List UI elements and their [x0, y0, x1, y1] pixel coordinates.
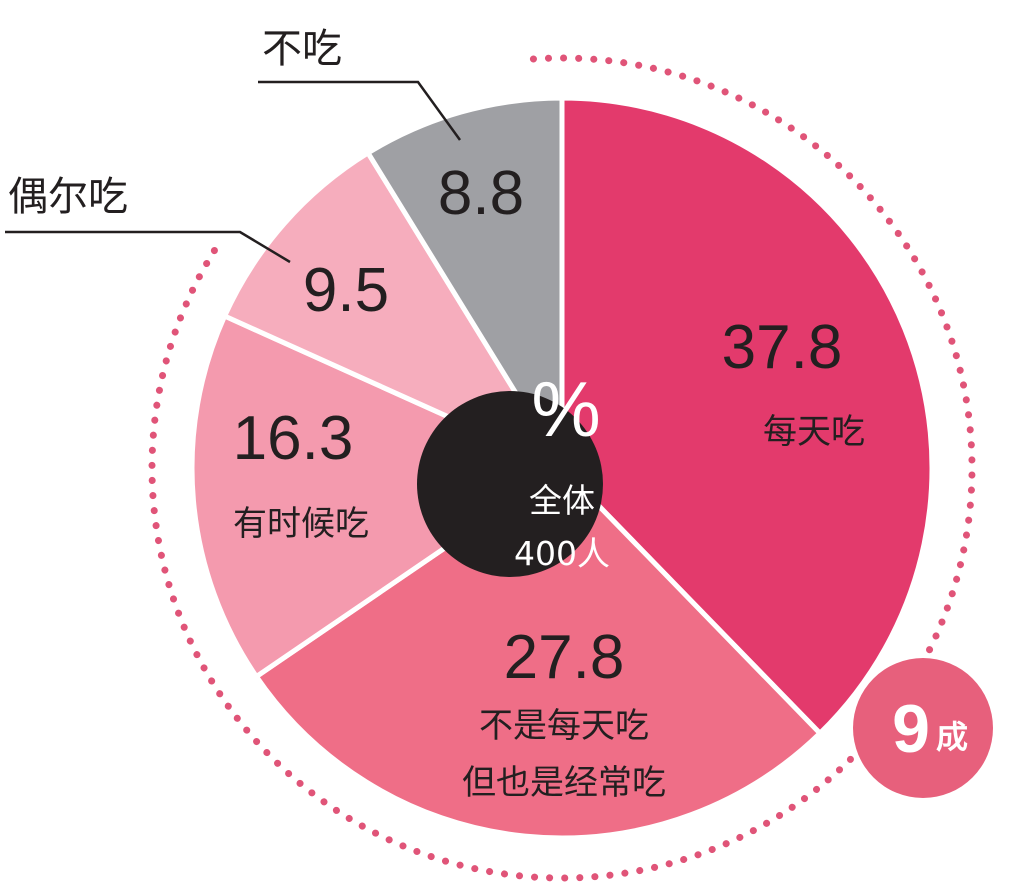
outside-label-buchi: 不吃: [262, 26, 342, 72]
dotted-ring: [148, 54, 976, 882]
badge-number: 9: [892, 691, 930, 767]
badge-circle: [853, 658, 993, 798]
pie-slice-ouerchi: [222, 150, 565, 471]
pie-slice-meitianchi: [559, 95, 935, 736]
pie-slice-youshihouchi: [189, 313, 565, 680]
pie-slice-buchi: [365, 95, 565, 471]
pie-slice-jingchangchi: [253, 465, 823, 841]
pie-slices: [189, 95, 935, 841]
center-line1: 全体: [529, 481, 595, 520]
slice-label-youshihouchi: 有时候吃: [233, 504, 369, 544]
slice-value-ouerchi: 9.5: [303, 256, 389, 325]
slice-value-jingchangchi: 27.8: [504, 623, 625, 692]
slice-value-meitianchi: 37.8: [722, 313, 843, 382]
leader-line-buchi: [258, 80, 462, 141]
slice-label-meitianchi: 每天吃: [763, 412, 865, 452]
slice-value-youshihouchi: 16.3: [233, 404, 354, 473]
outside-label-ouerchi: 偶尔吃: [8, 174, 128, 220]
leader-line-ouerchi: [5, 230, 291, 264]
center-circle: [417, 391, 603, 577]
center-line2: 400人: [514, 534, 610, 573]
slice-value-buchi: 8.8: [438, 159, 524, 228]
dotted-ring-arc: [148, 54, 976, 882]
slice-label-jingchangchi: 不是每天吃: [479, 706, 649, 746]
slice-label2-jingchangchi: 但也是经常吃: [462, 763, 666, 803]
badge-unit: 成: [936, 718, 968, 756]
center-symbol: %: [531, 365, 600, 453]
